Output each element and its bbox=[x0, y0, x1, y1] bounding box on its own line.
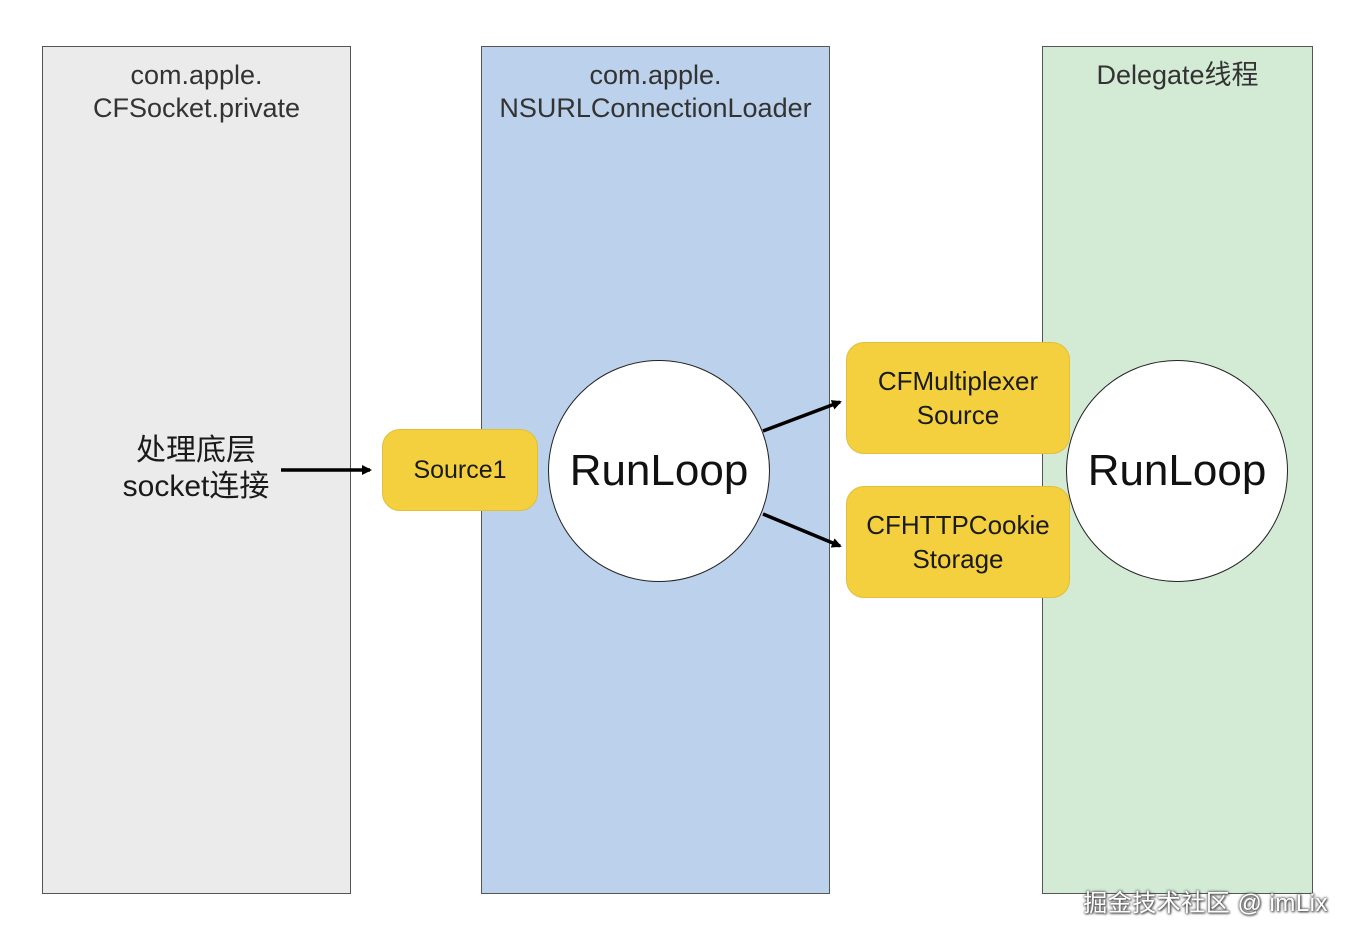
cf-cookie-box: CFHTTPCookie Storage bbox=[846, 486, 1070, 598]
socket-task-line2: socket连接 bbox=[122, 470, 270, 503]
watermark-text: 掘金技术社区 @ imLix bbox=[1083, 890, 1328, 917]
cf-multiplexer-line1: CFMultiplexer bbox=[877, 366, 1039, 396]
cf-multiplexer-line2: Source bbox=[916, 400, 1000, 430]
source1-box: Source1 bbox=[382, 429, 538, 511]
socket-task-line1: 处理底层 bbox=[136, 434, 256, 467]
source1-label: Source1 bbox=[413, 455, 507, 484]
runloop-delegate-circle: RunLoop bbox=[1066, 360, 1288, 582]
lane-delegate-title: Delegate线程 bbox=[1043, 59, 1312, 92]
lane-loader-title-line2: NSURLConnectionLoader bbox=[499, 93, 812, 123]
arrow-runloop-to-multiplexer bbox=[762, 400, 842, 433]
lane-cfsocket-title: com.apple. CFSocket.private bbox=[43, 59, 350, 125]
lane-loader-title: com.apple. NSURLConnectionLoader bbox=[482, 59, 829, 125]
cf-cookie-line1: CFHTTPCookie bbox=[866, 510, 1050, 540]
cf-cookie-line2: Storage bbox=[912, 544, 1004, 574]
runloop-loader-label: RunLoop bbox=[569, 446, 749, 495]
lane-cfsocket-title-line1: com.apple. bbox=[130, 60, 263, 90]
lane-loader-title-line1: com.apple. bbox=[589, 60, 722, 90]
runloop-loader-circle: RunLoop bbox=[548, 360, 770, 582]
runloop-delegate-label: RunLoop bbox=[1087, 446, 1267, 495]
cf-multiplexer-box: CFMultiplexer Source bbox=[846, 342, 1070, 454]
lane-delegate-title-text: Delegate线程 bbox=[1096, 60, 1259, 90]
socket-task-label: 处理底层 socket连接 bbox=[96, 433, 296, 505]
lane-cfsocket-title-line2: CFSocket.private bbox=[92, 93, 301, 123]
arrow-runloop-to-cookie bbox=[762, 512, 842, 548]
